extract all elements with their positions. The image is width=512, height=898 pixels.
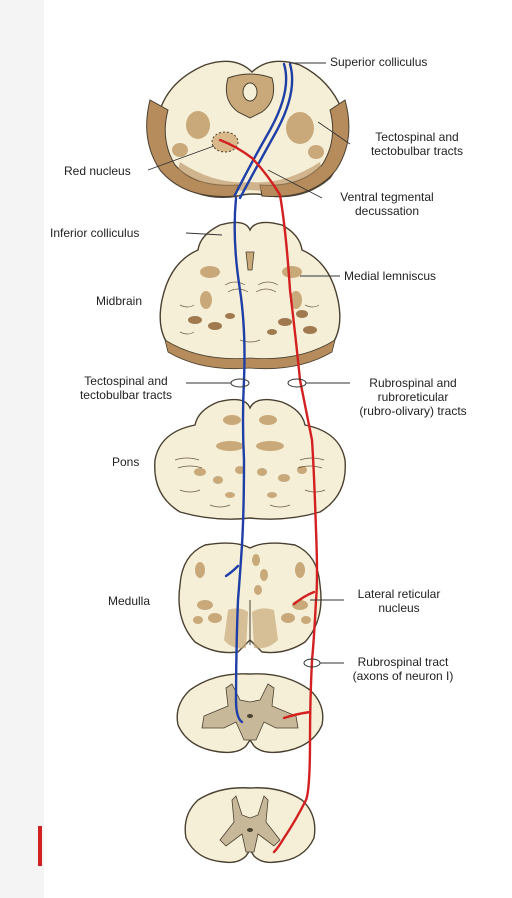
label-tectospinal-top-line2: tectobulbar tracts [370, 144, 464, 158]
rubrospinal-origin [218, 138, 282, 197]
cervical-central-canal [247, 714, 253, 718]
lower-midbrain-fibres [179, 281, 320, 343]
section-upper-midbrain [146, 60, 350, 198]
lower-nucleus-left [200, 266, 220, 278]
lower-midbrain-outline [159, 221, 341, 365]
rubrospinal-descending [272, 193, 319, 854]
tectospinal-crossing-2 [238, 62, 294, 200]
label-red-nucleus: Red nucleus [64, 164, 131, 178]
label-lateral-reticular: Lateral reticular nucleus [344, 587, 454, 615]
leader-ventral-tegmental [267, 169, 323, 199]
label-tectospinal-top: Tectospinal and tectobulbar tracts [352, 130, 482, 158]
rubrospinal-tract-marker-pons [287, 378, 307, 388]
label-medulla: Medulla [108, 594, 151, 608]
label-tectospinal-mid-line1: Tectospinal and [84, 374, 168, 388]
tectospinal-tract-marker [230, 378, 250, 388]
section-thoracic-cord [184, 787, 316, 864]
label-rubrospinal-line2: rubroreticular [377, 390, 449, 404]
medulla-outline [178, 542, 322, 654]
label-medial-lemniscus: Medial lemniscus [344, 269, 437, 283]
thoracic-grey-matter [219, 795, 281, 853]
section-cervical-cord [176, 673, 324, 754]
lower-nucleus-right [282, 266, 302, 278]
leader-inferior-colliculus [185, 232, 223, 236]
label-rubrospinal: Rubrospinal and rubroreticular (rubro-ol… [348, 376, 478, 418]
medial-lemniscus-left [200, 291, 212, 309]
tectospinal-branch-medulla [224, 564, 240, 578]
label-rubrospinal-line3: (rubro-olivary) tracts [359, 404, 467, 418]
medial-lemniscus-right [290, 291, 302, 309]
margin-marker [38, 826, 42, 866]
rubrospinal-branch-cervical [282, 710, 312, 720]
rubrospinal-branch-medulla [292, 590, 316, 606]
cervical-grey-matter [201, 683, 299, 741]
leader-red-nucleus [147, 145, 215, 171]
leader-tectospinal-top [317, 121, 351, 145]
substantia-nigra [178, 162, 322, 191]
lower-aqueduct [245, 251, 255, 271]
thoracic-central-canal [247, 828, 253, 832]
upper-nucleus-right-2 [308, 145, 324, 159]
label-rubrospinal-line1: Rubrospinal and [369, 376, 457, 390]
right-cerebral-peduncle [259, 99, 350, 197]
pons-outline [154, 398, 346, 520]
upper-nucleus-left-2 [172, 143, 188, 157]
label-rubrospinal-tract: Rubrospinal tract (axons of neuron I) [338, 655, 468, 683]
page-margin [0, 0, 44, 898]
leader-lines [147, 62, 351, 664]
section-lower-midbrain [159, 221, 341, 370]
label-lateral-reticular-line1: Lateral reticular [357, 587, 441, 601]
right-pyramid [252, 608, 278, 649]
cerebral-aqueduct [242, 82, 258, 102]
label-tectospinal-mid-line2: tectobulbar tracts [79, 388, 173, 402]
pons-nuclei [194, 415, 307, 498]
lower-midbrain-basal-band [164, 339, 336, 370]
section-medulla [178, 542, 322, 654]
label-ventral-tegmental-line2: decussation [354, 204, 420, 218]
tectospinal-descending [233, 196, 246, 724]
label-midbrain: Midbrain [96, 294, 143, 308]
tectospinal-crossing-1 [233, 62, 288, 197]
label-pons: Pons [112, 455, 140, 469]
label-rubrospinal-tract-line2: (axons of neuron I) [352, 669, 454, 683]
label-lateral-reticular-line2: nucleus [378, 601, 420, 615]
upper-nucleus-left [186, 111, 210, 139]
pons-fibres [174, 457, 326, 508]
label-inferior-colliculus: Inferior colliculus [50, 226, 140, 240]
label-ventral-tegmental: Ventral tegmental decussation [322, 190, 452, 218]
label-superior-colliculus: Superior colliculus [330, 55, 428, 69]
upper-nucleus-right [286, 112, 314, 144]
tectospinal-tract [224, 62, 294, 724]
label-tectospinal-top-line1: Tectospinal and [375, 130, 459, 144]
rubrospinal-tract [218, 138, 319, 854]
label-tectospinal-mid: Tectospinal and tectobulbar tracts [66, 374, 186, 402]
label-rubrospinal-tract-line1: Rubrospinal tract [357, 655, 449, 669]
label-ventral-tegmental-line1: Ventral tegmental [340, 190, 434, 204]
section-pons [154, 398, 346, 520]
lower-midbrain-spots [188, 310, 317, 335]
